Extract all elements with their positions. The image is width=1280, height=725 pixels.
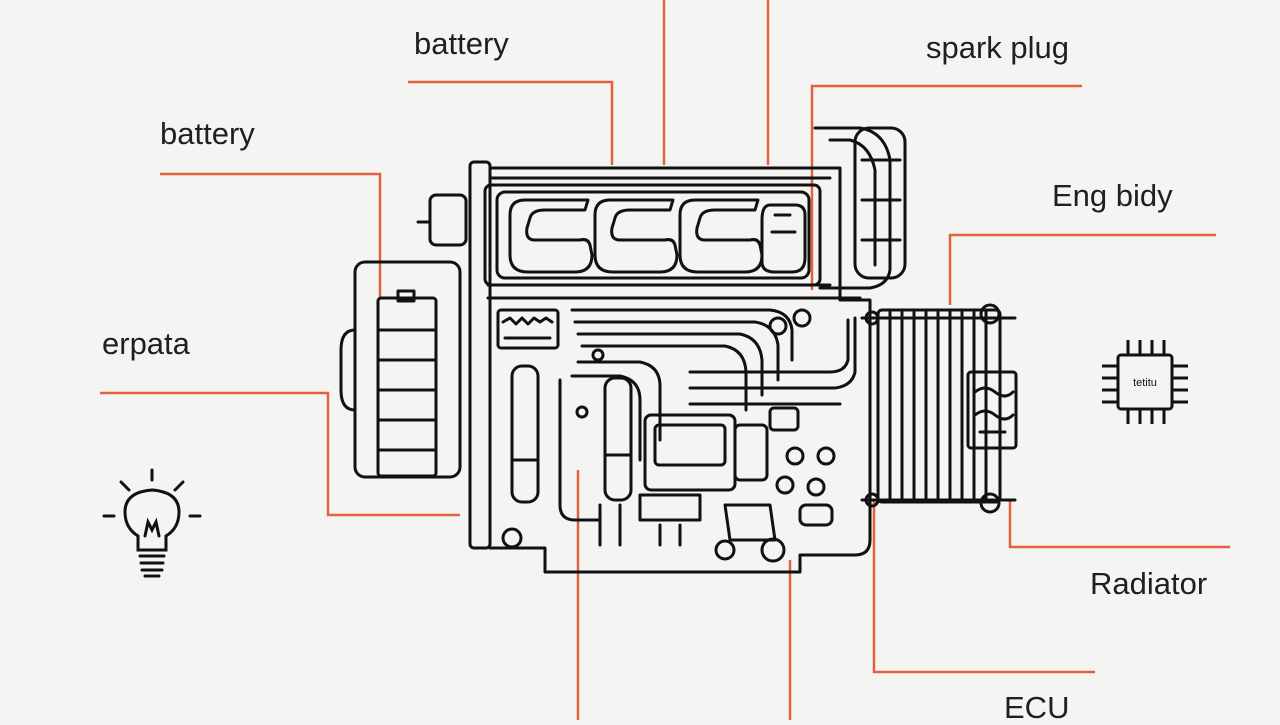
label-ecu: ECU xyxy=(1004,690,1070,725)
label-eng-bidy: Eng bidy xyxy=(1052,178,1173,213)
light-bulb-icon xyxy=(102,468,202,578)
leader-lines xyxy=(100,0,1230,720)
leader-battery-top xyxy=(408,80,614,165)
label-battery-left: battery xyxy=(160,116,255,151)
chip-text: tetitu xyxy=(1133,377,1157,389)
leader-ecu xyxy=(872,500,1095,674)
label-erpata: erpata xyxy=(102,326,190,361)
leader-erpata xyxy=(100,391,460,517)
label-battery-top: battery xyxy=(414,26,509,61)
label-spark-plug: spark plug xyxy=(926,30,1070,65)
leader-radiator xyxy=(1008,500,1230,549)
leader-spark-plug xyxy=(810,84,1082,290)
leader-eng-bidy xyxy=(948,233,1216,305)
microchip-icon xyxy=(1102,340,1188,424)
leader-battery-left xyxy=(160,172,382,300)
label-radiator: Radiator xyxy=(1090,566,1208,601)
engine-block xyxy=(339,126,1018,574)
